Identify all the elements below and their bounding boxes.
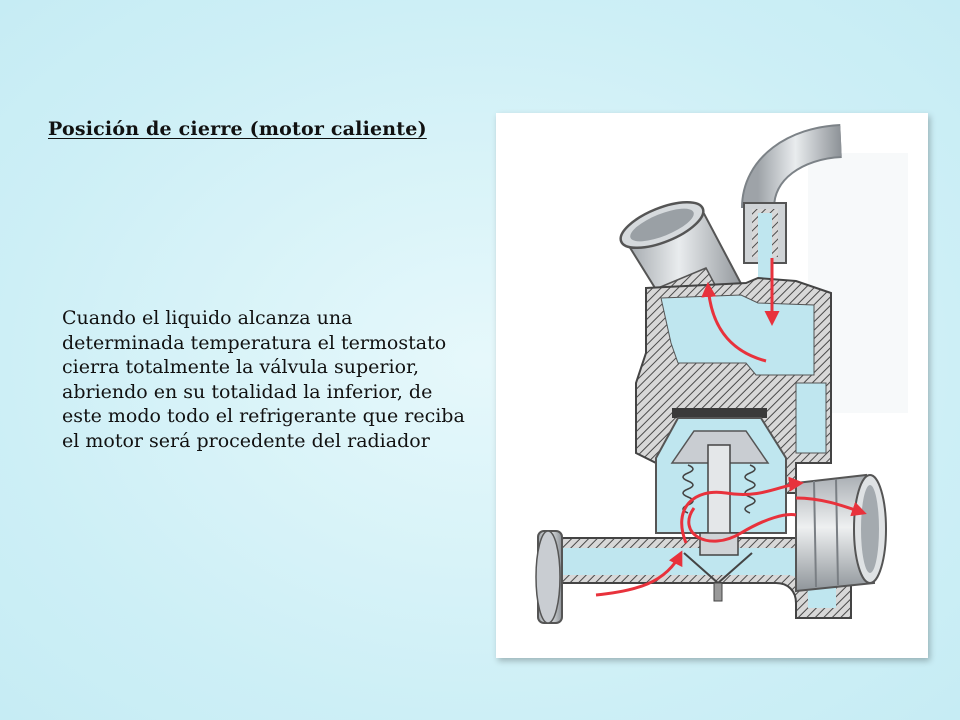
body-line: este modo todo el refrigerante que recib…: [62, 405, 465, 427]
bypass-tube: [741, 124, 843, 283]
thermostat-cross-section: [535, 124, 908, 624]
flow-arrow-loop: [687, 507, 797, 543]
body-line: Cuando el liquido alcanza una: [62, 307, 353, 329]
body-line: determinada temperatura el termostato: [62, 331, 447, 354]
flow-arrow-upper-curl: [701, 282, 767, 363]
slide-body-text: Cuando el liquido alcanza una determinad…: [62, 306, 492, 453]
slide-title: Posición de cierre (motor caliente): [48, 118, 427, 140]
flow-arrow-lower-inlet: [595, 550, 683, 597]
body-line: el motor será procedente del radiador: [62, 429, 430, 452]
flow-arrows: [595, 258, 867, 597]
flow-arrow-through-thermostat: [680, 476, 804, 544]
flow-arrow-radiator: [795, 496, 867, 517]
body-line: cierra totalmente la válvula superior,: [62, 356, 420, 378]
radiator-hose: [795, 473, 887, 593]
body-line: abriendo en su totalidad la inferior, de: [62, 380, 433, 403]
thermostat-diagram: [496, 113, 928, 658]
